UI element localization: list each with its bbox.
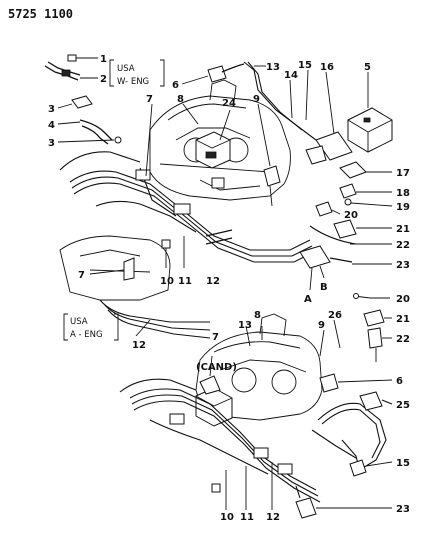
label-15-upper: 15 [298, 60, 312, 71]
label-12-upper: 12 [206, 276, 220, 287]
label-6-upper: 6 [172, 80, 179, 91]
usa-w-eng-bracket: USA W- ENG [109, 59, 165, 87]
label-10-upper: 10 [160, 276, 174, 287]
label-9-upper: 9 [253, 94, 260, 105]
part-6-lower-connector [319, 373, 393, 393]
upper-harness-13-14-15 [243, 61, 317, 141]
leader-lines [89, 103, 392, 357]
label-7-lower: 7 [212, 332, 219, 343]
part-6-connector [181, 63, 245, 85]
note-w-eng: W- ENG [117, 77, 149, 87]
part-labels: 1 2 3 4 3 5 6 7 8 9 13 14 15 16 24 17 18… [48, 54, 410, 523]
label-1: 1 [100, 54, 107, 65]
label-8-lower: 8 [254, 310, 261, 321]
part-9-upper-plug-cap [263, 165, 281, 207]
label-12-middle: 12 [132, 340, 146, 351]
diagram-code: 5725 1100 [8, 7, 73, 21]
label-6-lower: 6 [396, 376, 403, 387]
note-usa-a: USA [70, 317, 88, 327]
label-B: B [320, 282, 328, 293]
label-18: 18 [396, 188, 410, 199]
label-15-lower: 15 [396, 458, 410, 469]
part-17-bracket [339, 161, 392, 179]
part-1-screw [67, 54, 98, 62]
part-19-screw [344, 198, 393, 207]
label-21-upper: 21 [396, 224, 410, 235]
label-3-upper: 3 [48, 104, 55, 115]
part-16-connector-block [305, 71, 353, 165]
label-17: 17 [396, 168, 410, 179]
part-21-lower-sensor [363, 309, 392, 327]
lower-spark-plug-wires [119, 378, 387, 503]
label-7-middle: 7 [78, 270, 85, 281]
part-24-distributor [195, 131, 231, 169]
label-12-lower: 12 [266, 512, 280, 523]
label-2: 2 [100, 74, 107, 85]
label-24: 24 [222, 98, 236, 109]
part-3-upper-clip [57, 95, 93, 109]
part-20-upper-clip [315, 201, 341, 217]
note-usa-w: USA [117, 64, 135, 74]
label-21-lower: 21 [396, 314, 410, 325]
label-25: 25 [396, 400, 410, 411]
label-11-upper: 11 [178, 276, 192, 287]
part-25-connector [359, 391, 393, 411]
label-A: A [304, 294, 312, 305]
label-19: 19 [396, 202, 410, 213]
label-20-lower: 20 [396, 294, 410, 305]
part-23-upper-sensor [299, 245, 392, 291]
label-14: 14 [284, 70, 298, 81]
label-4: 4 [48, 120, 55, 131]
label-26: 26 [328, 310, 342, 321]
part-20-lower-clip [353, 293, 390, 299]
upper-spark-plug-wires [59, 151, 315, 263]
lower-left-engine [59, 235, 211, 339]
label-22-upper: 22 [396, 240, 410, 251]
label-23-lower: 23 [396, 504, 410, 515]
part-4-hose [57, 119, 113, 145]
label-5: 5 [364, 62, 371, 73]
part-22-lower-connector [367, 327, 392, 362]
label-11-lower: 11 [240, 512, 254, 523]
label-16: 16 [320, 62, 334, 73]
part-10-11-upper-clips [161, 236, 185, 268]
label-3-lower: 3 [48, 138, 55, 149]
label-20-upper: 20 [344, 210, 358, 221]
label-8-upper: 8 [177, 94, 184, 105]
label-10-lower: 10 [220, 512, 234, 523]
part-5-ignition-coil [347, 72, 393, 153]
note-a-eng: A - ENG [70, 330, 103, 340]
note-cand: (CAND) [196, 362, 237, 373]
part-15-lower-wire [341, 439, 393, 477]
lower-engine-block [195, 313, 323, 421]
part-18-clip [339, 183, 392, 199]
label-22-lower: 22 [396, 334, 410, 345]
usa-a-eng-bracket: USA A - ENG [63, 313, 119, 341]
label-13-lower: 13 [238, 320, 252, 331]
part-2-clamp [44, 61, 98, 81]
label-7-upper: 7 [146, 94, 153, 105]
part-7-lower-connector [199, 355, 221, 395]
label-9-lower: 9 [318, 320, 325, 331]
part-3-lower-clip [57, 136, 122, 144]
part-10-11-12-lower-clips [211, 462, 273, 510]
part-23-lower-sensor [295, 485, 392, 519]
label-23-upper: 23 [396, 260, 410, 271]
part-21-upper-sensor [333, 219, 392, 239]
label-13-upper: 13 [266, 62, 280, 73]
